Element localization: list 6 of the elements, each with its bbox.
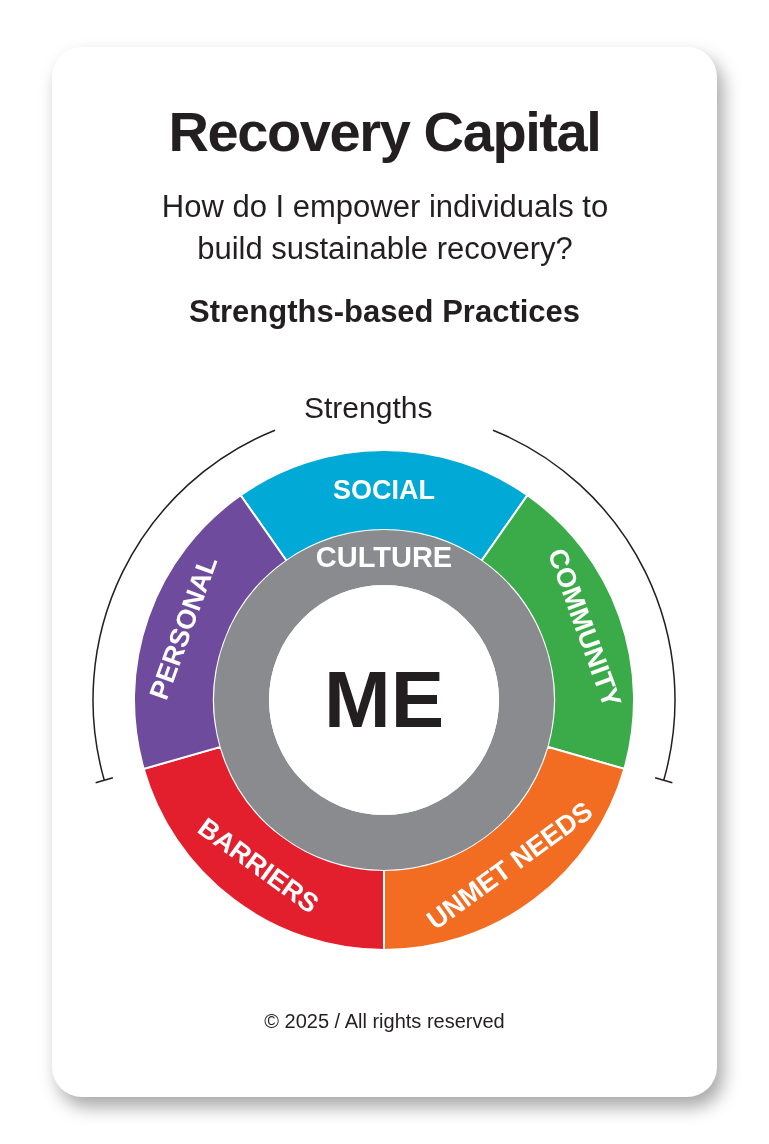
segment-label: SOCIAL: [333, 476, 435, 504]
ring-label: CULTURE: [315, 543, 453, 572]
heading: Strengths-based Practices: [187, 296, 582, 327]
copyright-note: © 2025 / All rights reserved: [263, 1011, 506, 1031]
subtitle: How do I empower individuals to build sustainable recovery?: [160, 188, 610, 268]
bracket-label: Strengths: [304, 393, 433, 423]
